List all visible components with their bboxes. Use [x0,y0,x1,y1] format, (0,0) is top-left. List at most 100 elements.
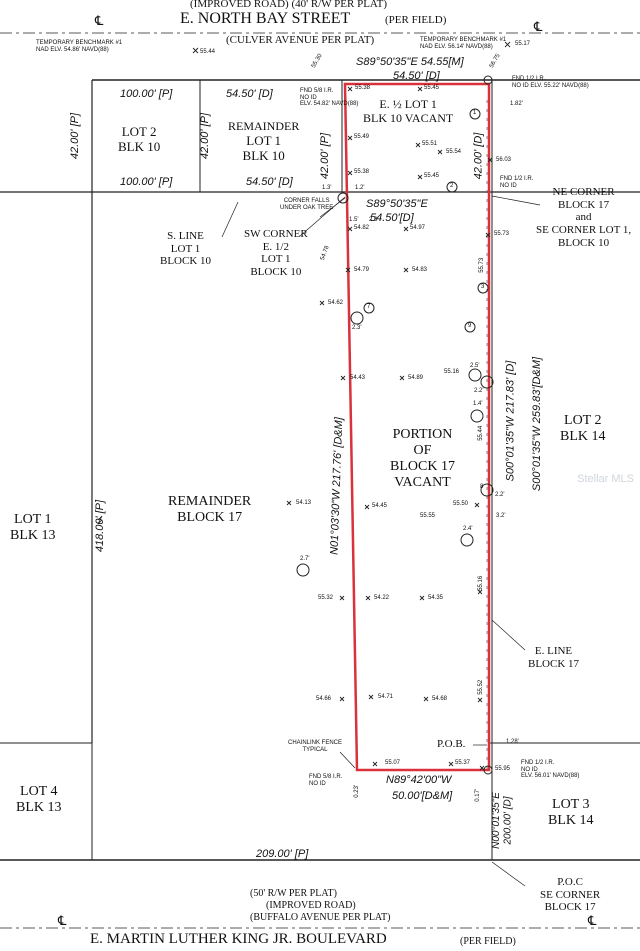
elev-55-37: 55.37 [455,760,471,766]
tree-symbols [296,75,494,775]
dim-12: 1.2' [355,185,365,191]
dim-023: 0.23' [354,784,361,798]
dim-23a: 2.3' [369,217,379,223]
dim-15: 1.5' [349,217,359,223]
tree-tag-3: 3 [481,284,485,290]
dim-209: 209.00' [P] [256,848,309,860]
subject-parcel-boundary [343,82,491,772]
elev-55-52: 55.52 [478,679,485,695]
elev-54-43: 54.43 [350,375,366,381]
elevation-marks [192,41,511,771]
tree-size-1: 2.5' [470,363,480,369]
dim-4200-p-lot1: 42.00' [P] [319,132,332,180]
tree-tag-1: 1 [473,110,477,116]
dim-south-lot1-dist: 54.50'[D] [370,212,414,224]
elev-54-83: 54.83 [412,267,428,273]
callout-pob: P.O.B. [437,738,466,750]
elev-54-13: 54.13 [296,500,312,506]
elev-54-35: 54.35 [428,595,444,601]
tree-size-5: 2.4' [463,526,473,532]
dim-poc-dist: 200.00' [D] [502,796,514,845]
dim-5450-d-top: 54.50' [D] [226,88,273,100]
dim-182: 1.82' [510,101,523,107]
elev-55-50: 55.50 [453,501,469,507]
elev-55-38a: 55.38 [355,85,371,91]
callout-leaders [221,195,541,887]
tree-tag-2: 2 [450,183,454,189]
south-street-centerline-symbol-right: ℄ [588,913,597,928]
note-fnd-12-top: FND 1/2 I.R.NO ID ELV. 55.22' NAVD(88) [512,76,589,89]
elev-54-97: 54.97 [410,225,426,231]
tree-size-2: 2.2' [474,388,484,394]
elev-55-55: 55.55 [420,513,436,519]
tree-tag-7: 7 [367,304,371,310]
elev-55-07: 55.07 [385,760,401,766]
south-street-improved: (IMPROVED ROAD) [266,900,356,911]
dim-poc-bearing: N00°01'35"E [490,792,502,849]
dim-4200-d-right: 42.00' [D] [472,132,485,180]
dim-5450-d-mid: 54.50' [D] [246,176,293,188]
elev-55-44b: 55.44 [478,425,485,441]
elev-54-22: 54.22 [374,595,390,601]
tree-size-3: 1.4' [473,401,483,407]
north-street-centerline-symbol-left: ℄ [95,13,104,28]
dim-5450-d-north: 54.50' [D] [393,70,440,82]
north-street-name: E. NORTH BAY STREET [180,10,351,27]
south-street-plat-name: (BUFFALO AVENUE PER PLAT) [250,912,391,923]
elev-54-89: 54.89 [408,375,424,381]
elev-55-54: 55.54 [446,149,462,155]
dim-south-bearing: N89°42'00"W [386,774,452,786]
note-fnd-12-mid: FND 1/2 I.R.NO ID [500,176,534,189]
elev-55-45a: 55.45 [424,85,440,91]
dim-017: 0.17' [475,788,482,802]
tree-size-4: 2.2' [495,492,505,498]
tree-tag-8: 8 [480,484,484,490]
elev-55-45b: 55.45 [424,173,440,179]
elev-54-62: 54.62 [328,300,344,306]
dim-east-bearing-1: S00°01'35"W 217.83' [D] [504,360,517,482]
dim-128: 1.28' [506,739,519,745]
south-street-centerline-symbol-left: ℄ [58,913,67,928]
north-street-header: (IMPROVED ROAD) (40' R/W PER PLAT) [190,0,388,10]
south-street-field-note: (PER FIELD) [460,936,516,947]
north-street-plat-name: (CULVER AVENUE PER PLAT) [226,34,375,46]
dim-north-bearing: S89°50'35"E 54.55[M] [356,56,464,68]
tree-size-7: 2.7' [300,556,310,562]
elev-54-71: 54.71 [378,694,394,700]
elev-55-16b: 55.16 [478,575,485,591]
note-fnd-58-bot: FND 5/8 I.R.NO ID [309,774,343,787]
elev-55-73a: 55.73 [494,231,510,237]
dim-4200-p-mid: 42.00' [P] [199,112,212,160]
watermark: Stellar MLS [577,473,634,485]
dim-100-p-mid: 100.00' [P] [120,176,173,188]
elev-56-03: 56.03 [496,157,512,163]
elev-55-32: 55.32 [318,595,334,601]
elev-54-66: 54.66 [316,696,332,702]
dim-13: 1.3' [322,185,332,191]
elev-55-51: 55.51 [422,141,438,147]
south-street-name: E. MARTIN LUTHER KING JR. BOULEVARD [90,931,387,947]
north-street-field-note: (PER FIELD) [385,14,447,26]
dim-south-dist: 50.00'[D&M] [392,790,453,802]
south-street-rw: (50' R/W PER PLAT) [250,888,337,899]
north-street-centerline-symbol-right: ℄ [534,19,543,34]
elev-55-95: 55.95 [495,766,511,772]
tree-tag-9: 9 [468,323,472,329]
